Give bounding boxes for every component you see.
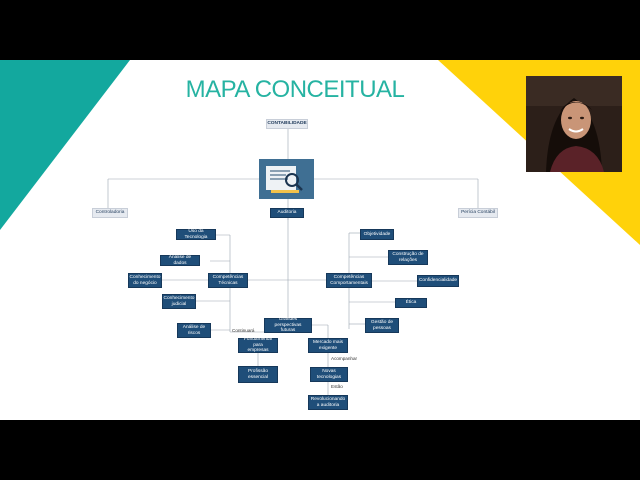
presenter-webcam <box>526 76 622 172</box>
edge-label-acompanhar: Acompanhar <box>331 356 357 361</box>
node-etica: Ética <box>395 298 427 308</box>
node-construcao-relacoes: Construção de relações <box>388 250 428 265</box>
node-revolucionando: Revolucionando a auditoria <box>308 395 348 410</box>
node-profissao-essencial: Profissão essencial <box>238 366 278 383</box>
node-conhecimento-judicial: Conhecimento judicial <box>162 294 196 309</box>
node-gestao-pessoas: Gestão de pessoas <box>365 318 399 333</box>
node-mercado-exigente: Mercado mais exigente <box>308 338 348 353</box>
node-contabilidade: CONTABILIDADE <box>266 119 308 129</box>
node-competencias-tecnicas: Competências Técnicas <box>208 273 248 288</box>
node-controladoria: Controladoria <box>92 208 128 218</box>
node-grandes-perspectivas: Grandes perspectivas futuras <box>264 318 312 333</box>
slide: MAPA CONCEITUAL <box>0 60 640 420</box>
node-novas-tecnologias: Novas tecnologias <box>310 367 348 382</box>
node-conhecimento-negocio: Conhecimento do negócio <box>128 273 162 288</box>
document-magnifier-icon <box>259 159 314 199</box>
node-uso-tecnologia: Uso da Tecnologia <box>176 229 216 240</box>
node-auditoria: Auditoria <box>270 208 304 218</box>
node-competencias-comportamentais: Competências Comportamentais <box>326 273 372 288</box>
node-confidencialidade: Confidencialidade <box>417 275 459 287</box>
node-fundamental-empresas: Fundamental para empresas <box>238 338 278 353</box>
node-analise-riscos: Análise de riscos <box>177 323 211 338</box>
edge-label-continuara: Continuará <box>232 328 254 333</box>
node-objetividade: Objetividade <box>360 229 394 240</box>
node-analise-dados: Análise de dados <box>160 255 200 266</box>
node-pericia: Perícia Contábil <box>458 208 498 218</box>
edge-label-estas: Estão <box>331 384 343 389</box>
